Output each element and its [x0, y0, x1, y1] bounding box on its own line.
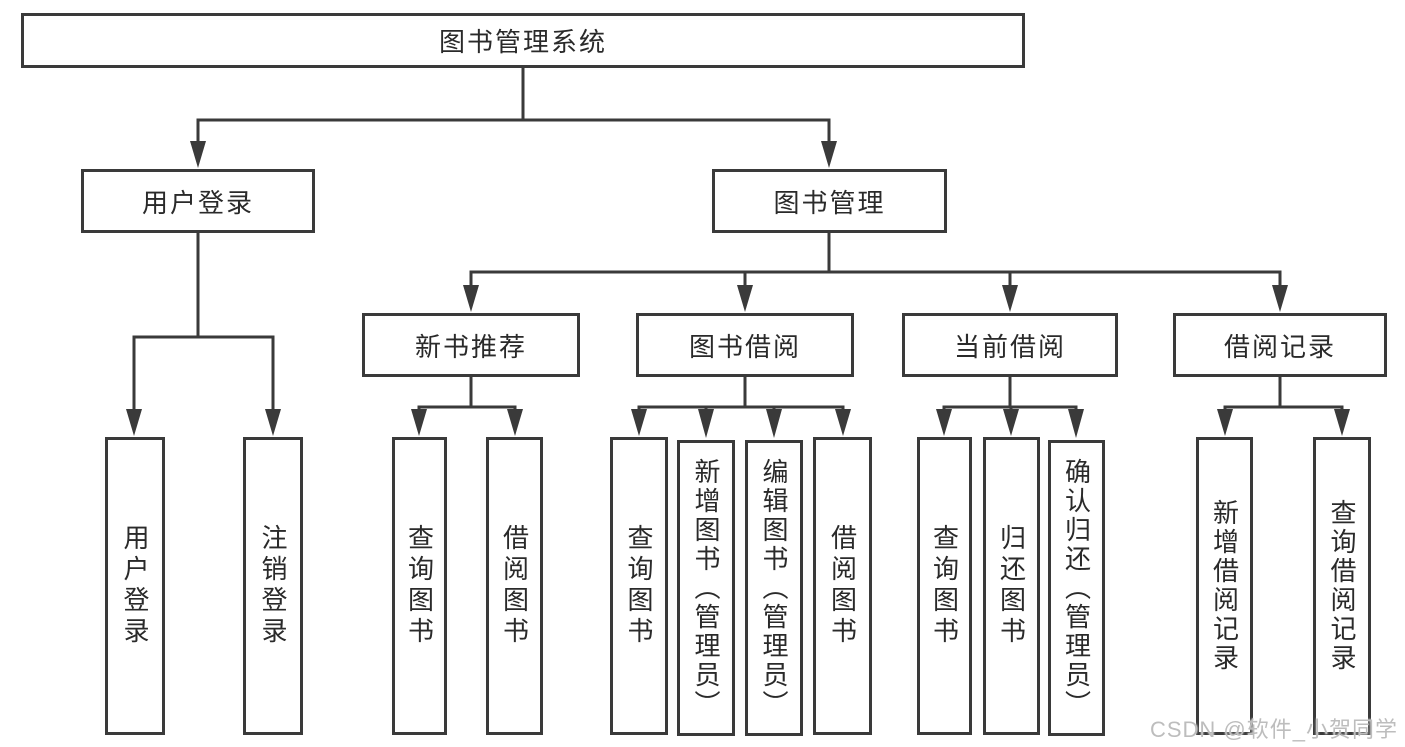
node-label: 借阅图书 [499, 524, 530, 648]
leaf-add-book-admin: 新增图书（管理员） [677, 440, 735, 736]
node-label: 归还图书 [996, 524, 1027, 648]
leaf-query-books: 查询图书 [392, 437, 447, 735]
node-label: 当前借阅 [953, 331, 1066, 362]
node-label: 查询图书 [404, 524, 435, 648]
leaf-borrow-books: 借阅图书 [813, 437, 872, 735]
leaf-confirm-return-admin: 确认归还（管理员） [1048, 440, 1105, 736]
watermark: CSDN @软件_小贺同学 [1149, 717, 1398, 742]
node-label: 借阅图书 [827, 524, 858, 648]
arrowhead-icons [126, 141, 1350, 438]
node-label: 编辑图书（管理员） [759, 457, 789, 719]
node-library-system: 图书管理系统 [21, 13, 1025, 68]
node-label: 查询图书 [929, 524, 960, 648]
node-label: 图书管理 [773, 187, 886, 218]
node-label: 借阅记录 [1223, 331, 1336, 362]
node-label: 注销登录 [258, 524, 288, 648]
leaf-logout: 注销登录 [243, 437, 303, 735]
node-label: 确认归还（管理员） [1061, 457, 1092, 719]
leaf-query-books: 查询图书 [610, 437, 668, 735]
node-label: 新增借阅记录 [1209, 499, 1240, 673]
node-label: 用户登录 [141, 187, 254, 218]
leaf-return-books: 归还图书 [983, 437, 1040, 735]
leaf-query-books: 查询图书 [917, 437, 972, 735]
node-label: 用户登录 [120, 524, 150, 648]
node-user-login: 用户登录 [81, 169, 315, 233]
node-label: 图书管理系统 [438, 27, 607, 57]
leaf-add-borrow-record: 新增借阅记录 [1196, 437, 1253, 735]
node-borrow-records: 借阅记录 [1173, 313, 1387, 377]
leaf-query-borrow-record: 查询借阅记录 [1313, 437, 1371, 735]
node-label: 新增图书（管理员） [691, 457, 721, 719]
node-book-management: 图书管理 [712, 169, 947, 233]
leaf-borrow-books: 借阅图书 [486, 437, 543, 735]
node-current-borrow: 当前借阅 [902, 313, 1118, 377]
node-label: 查询图书 [624, 524, 654, 648]
leaf-edit-book-admin: 编辑图书（管理员） [745, 440, 803, 736]
node-label: 图书借阅 [688, 331, 801, 362]
node-new-book-recommend: 新书推荐 [362, 313, 580, 377]
node-label: 新书推荐 [414, 331, 527, 362]
leaf-user-login: 用户登录 [105, 437, 165, 735]
node-label: 查询借阅记录 [1327, 499, 1357, 673]
node-book-borrow: 图书借阅 [636, 313, 854, 377]
